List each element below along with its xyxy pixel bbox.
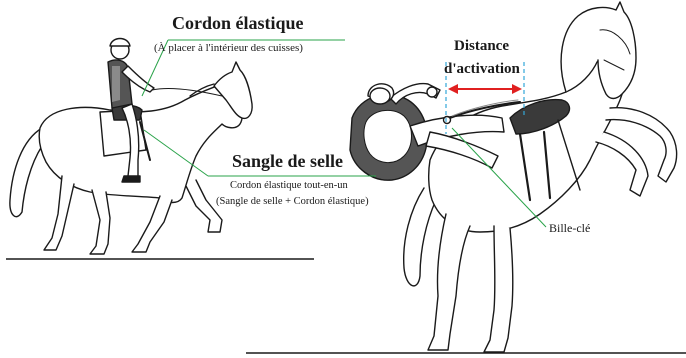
girth-label-line1: Cordon élastique tout-en-un: [230, 181, 348, 192]
rearing-horse-illustration: [350, 2, 677, 352]
distance-label-line2: d'activation: [444, 62, 520, 77]
walking-horse-illustration: [10, 39, 252, 255]
distance-label-line1: Distance: [454, 39, 509, 54]
cord-label-subtitle: (À placer à l'intérieur des cuisses): [154, 43, 303, 54]
activation-arrowhead-left: [448, 84, 458, 94]
cord-label-title: Cordon élastique: [172, 14, 304, 32]
activation-arrowhead-right: [512, 84, 522, 94]
key-ball-label: Bille-clé: [549, 222, 590, 234]
girth-label-line2: (Sangle de selle + Cordon élastique): [216, 197, 369, 208]
girth-label-title: Sangle de selle: [232, 152, 343, 170]
